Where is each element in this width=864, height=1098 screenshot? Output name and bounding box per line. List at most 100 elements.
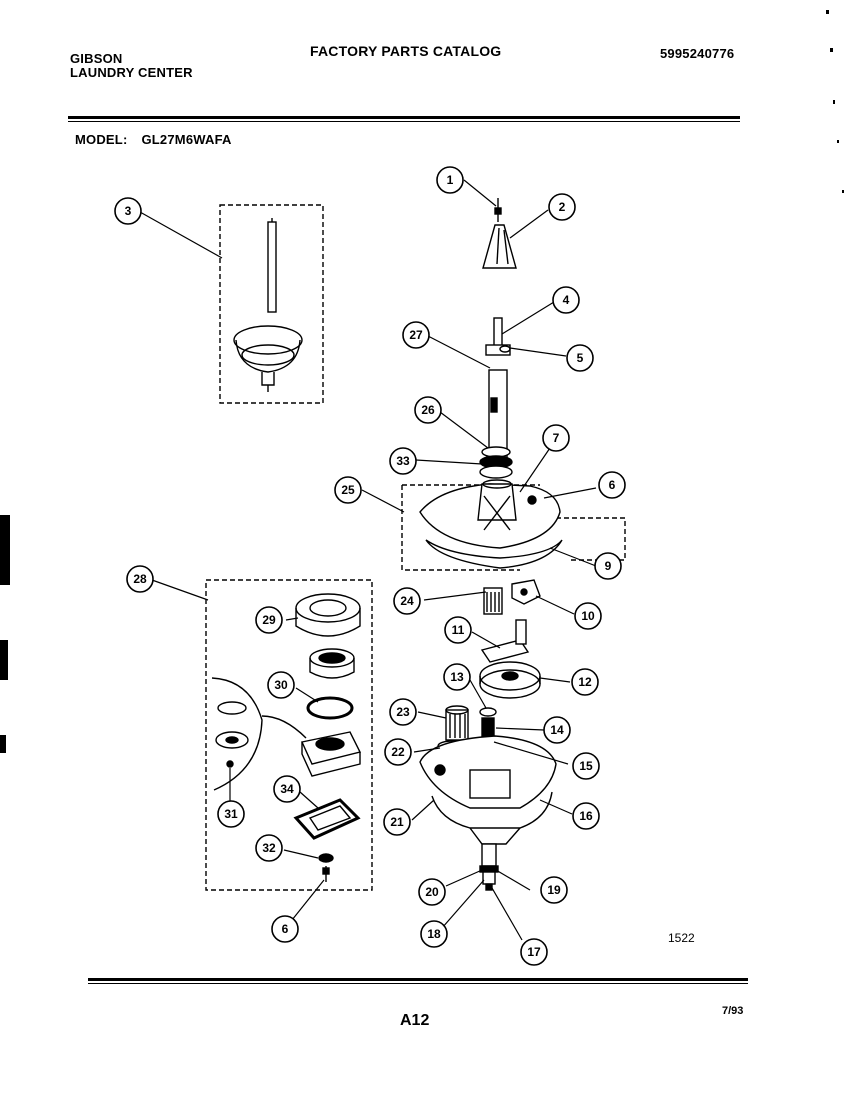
svg-text:32: 32: [262, 841, 276, 855]
catalog-part-number: 5995240776: [660, 46, 735, 61]
part-16-21-drawing: [419, 735, 557, 845]
svg-text:33: 33: [396, 454, 410, 468]
svg-text:9: 9: [605, 559, 612, 573]
svg-text:29: 29: [262, 613, 276, 627]
callout-13: 13: [443, 663, 471, 691]
callout-20: 20: [418, 878, 446, 906]
svg-text:28: 28: [133, 572, 147, 586]
svg-text:25: 25: [341, 483, 355, 497]
callout-25: 25: [334, 476, 362, 504]
svg-text:19: 19: [547, 883, 561, 897]
callout-23: 23: [389, 698, 417, 726]
svg-text:3: 3: [125, 204, 132, 218]
callout-32: 32: [255, 834, 283, 862]
callout-34: 34: [273, 775, 301, 803]
part-14-drawing: [481, 717, 495, 739]
svg-text:27: 27: [409, 328, 423, 342]
callout-12: 12: [571, 668, 599, 696]
svg-text:34: 34: [280, 782, 294, 796]
svg-text:30: 30: [274, 678, 288, 692]
svg-text:2: 2: [559, 200, 566, 214]
brand-block: GIBSON LAUNDRY CENTER: [70, 52, 193, 80]
callout-9: 9: [594, 552, 622, 580]
svg-text:12: 12: [578, 675, 592, 689]
callout-28: 28: [126, 565, 154, 593]
svg-text:14: 14: [550, 723, 564, 737]
header-rule: [68, 116, 740, 119]
svg-text:18: 18: [427, 927, 441, 941]
page-label: A12: [400, 1012, 430, 1029]
svg-text:26: 26: [421, 403, 435, 417]
svg-text:31: 31: [224, 807, 238, 821]
callout-2: 2: [548, 193, 576, 221]
model-line: MODEL:GL27M6WAFA: [75, 132, 232, 147]
callout-10: 10: [574, 602, 602, 630]
part-32-drawing: [318, 853, 334, 863]
svg-text:22: 22: [391, 745, 405, 759]
brand-name: GIBSON: [70, 51, 123, 66]
diagram-number: 1522: [668, 931, 695, 945]
part-29-drawing: [295, 593, 361, 637]
callout-6-top: 6: [598, 471, 626, 499]
svg-text:11: 11: [452, 623, 465, 637]
callout-31: 31: [217, 800, 245, 828]
detail-arc: [211, 677, 263, 791]
product-line: LAUNDRY CENTER: [70, 65, 193, 80]
svg-text:5: 5: [577, 351, 584, 365]
part-13-drawing: [479, 707, 497, 717]
callout-16: 16: [572, 802, 600, 830]
svg-text:17: 17: [527, 945, 541, 959]
callout-1: 1: [436, 166, 464, 194]
part-25-drawing: [419, 479, 561, 549]
part-18-drawing: [482, 871, 496, 885]
callout-30: 30: [267, 671, 295, 699]
part-34-drawing: [293, 798, 361, 840]
svg-text:21: 21: [390, 815, 404, 829]
callout-5: 5: [566, 344, 594, 372]
part-20-drawing: [481, 843, 497, 867]
part-19-drawing: [479, 865, 499, 873]
callout-22: 22: [384, 738, 412, 766]
callout-14: 14: [543, 716, 571, 744]
seal-block-drawing: [301, 731, 362, 777]
svg-text:23: 23: [396, 705, 410, 719]
part-11-drawing: [480, 639, 530, 663]
scan-edge-marks: [0, 10, 844, 753]
svg-text:10: 10: [581, 609, 595, 623]
header-rule-thin: [68, 121, 740, 122]
part-23-drawing: [445, 709, 469, 741]
part-25-group-box: [401, 485, 520, 571]
svg-text:4: 4: [563, 293, 570, 307]
part-17-drawing: [485, 883, 493, 891]
part-24-drawing: [483, 587, 503, 615]
callout-21: 21: [383, 808, 411, 836]
callout-15: 15: [572, 752, 600, 780]
callout-18: 18: [420, 920, 448, 948]
svg-text:16: 16: [579, 809, 593, 823]
part-3-drawing: [233, 218, 303, 392]
part-30-drawing: [306, 696, 354, 720]
callout-19: 19: [540, 876, 568, 904]
svg-text:24: 24: [400, 594, 414, 608]
callout-17: 17: [520, 938, 548, 966]
footer-rule: [88, 978, 748, 981]
svg-text:6: 6: [282, 922, 289, 936]
svg-text:15: 15: [579, 759, 593, 773]
callout-33: 33: [389, 447, 417, 475]
svg-text:13: 13: [450, 670, 464, 684]
callout-26: 26: [414, 396, 442, 424]
svg-text:1: 1: [447, 173, 454, 187]
part-28-group-box: [205, 579, 373, 891]
callout-24: 24: [393, 587, 421, 615]
model-value: GL27M6WAFA: [141, 132, 232, 147]
callout-29: 29: [255, 606, 283, 634]
callout-11: 11: [444, 616, 472, 644]
callout-6-bottom: 6: [271, 915, 299, 943]
callout-3: 3: [114, 197, 142, 225]
callout-7: 7: [542, 424, 570, 452]
bearing-drawing: [309, 648, 355, 679]
part-3-group-box: [219, 204, 324, 404]
callout-27: 27: [402, 321, 430, 349]
